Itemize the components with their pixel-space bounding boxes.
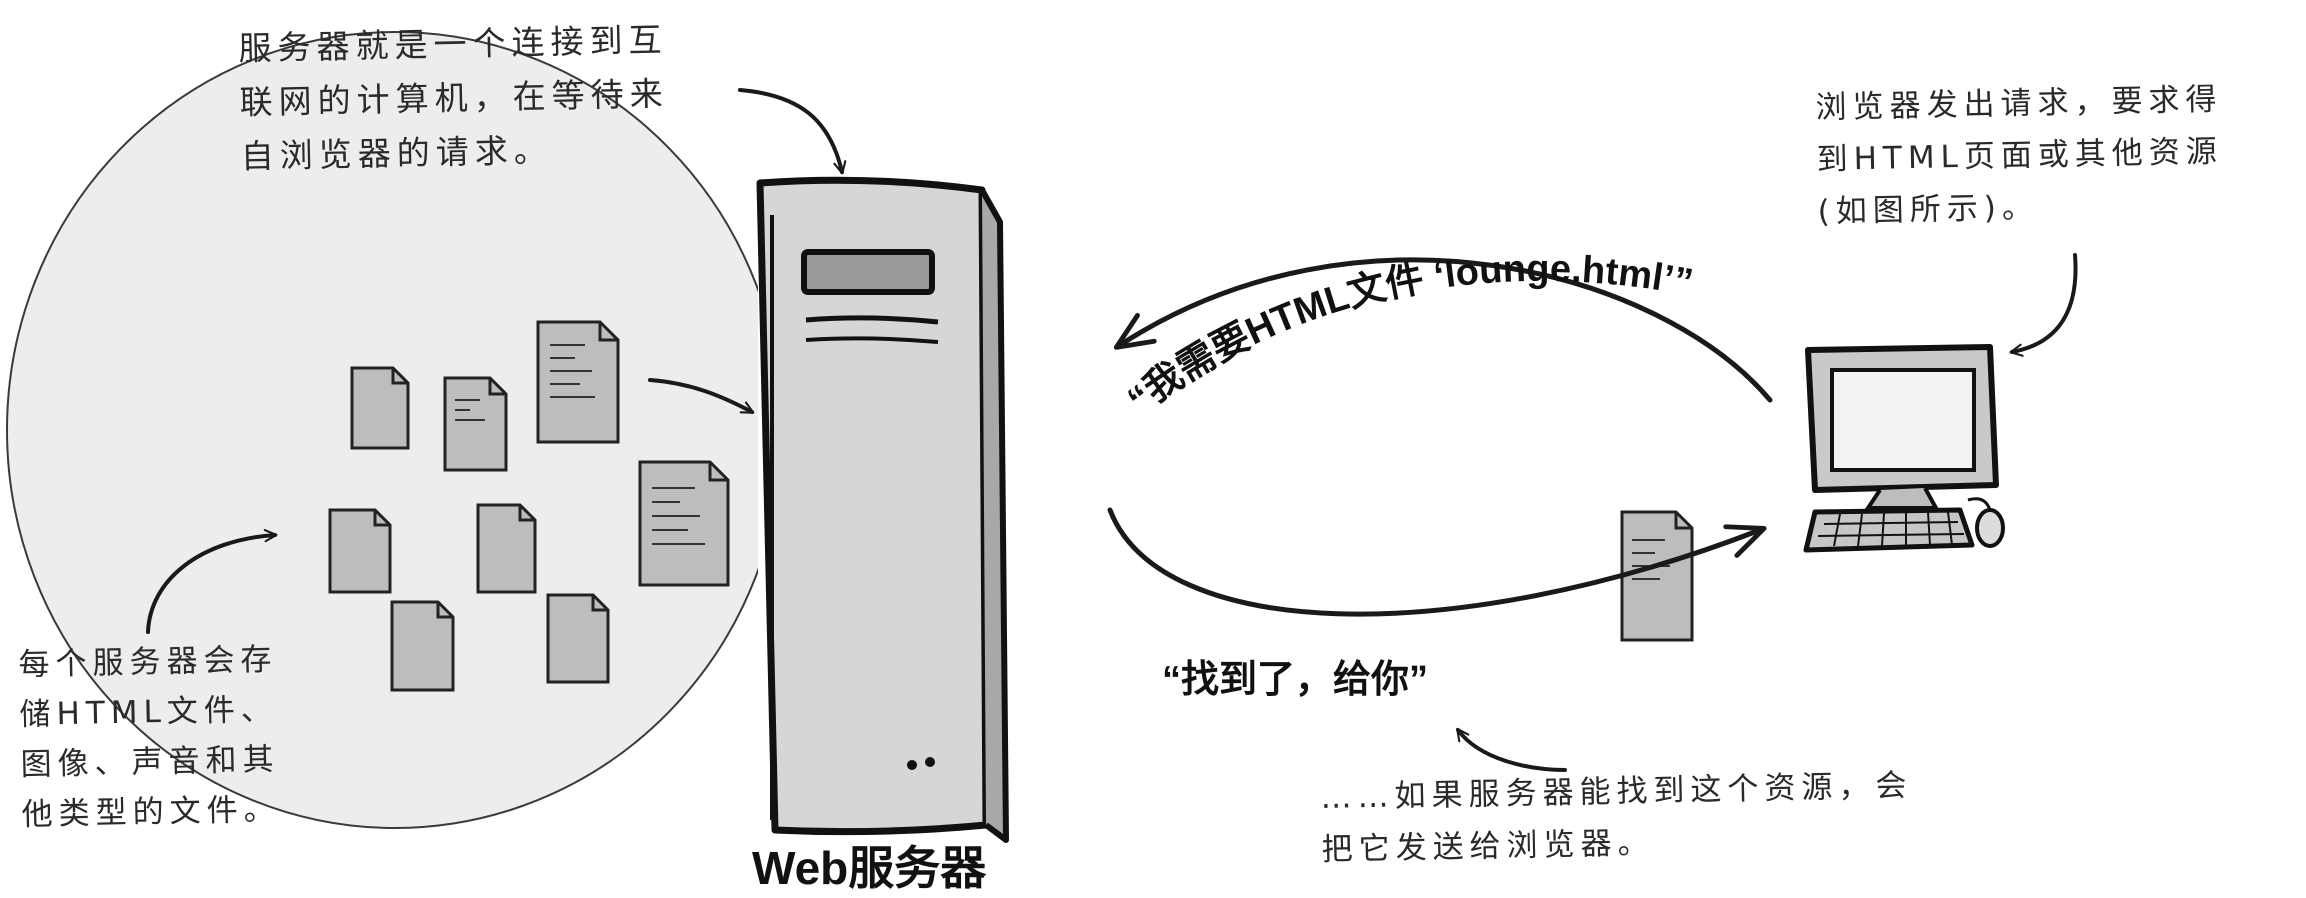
server-note: 服务器就是一个连接到互 联网的计算机，在等待来 自浏览器的请求。 [238, 20, 670, 176]
mouse-icon [1975, 508, 2005, 548]
server-note-arrow [738, 88, 847, 175]
found-note: ……如果服务器能找到这个资源，会 把它发送给浏览器。 [1320, 767, 1913, 868]
file-text-lines [455, 344, 1670, 580]
file-icon [638, 460, 730, 587]
stored-files [328, 320, 1694, 692]
file-icon [546, 593, 610, 684]
file-icon [476, 503, 537, 594]
file-icon [390, 600, 455, 692]
server-label: Web服务器 [752, 842, 987, 894]
request-quote: “我需要HTML文件 ‘lounge.html’” [1120, 248, 1696, 422]
found-note-arrow [1456, 727, 1567, 772]
file-icon [536, 320, 620, 444]
storage-note-arrow [146, 529, 278, 634]
response-quote: “找到了，给你” [1162, 659, 1429, 701]
browser-computer [1803, 344, 2005, 553]
request-arrow [1113, 257, 1773, 403]
browser-note: 浏览器发出请求，要求得 到HTML页面或其他资源 (如图所示)。 [1815, 81, 2224, 230]
response-arrow [1107, 507, 1767, 617]
file-icon [350, 366, 410, 450]
file-icon [1620, 510, 1694, 642]
files-to-server-arrow [648, 378, 755, 414]
storage-note: 每个服务器会存 储HTML文件、 图像、声音和其 他类型的文件。 [18, 641, 281, 833]
file-icon [328, 508, 392, 594]
web-server-tower [756, 176, 1010, 850]
file-icon [443, 376, 508, 472]
browser-note-arrow [2009, 253, 2078, 357]
